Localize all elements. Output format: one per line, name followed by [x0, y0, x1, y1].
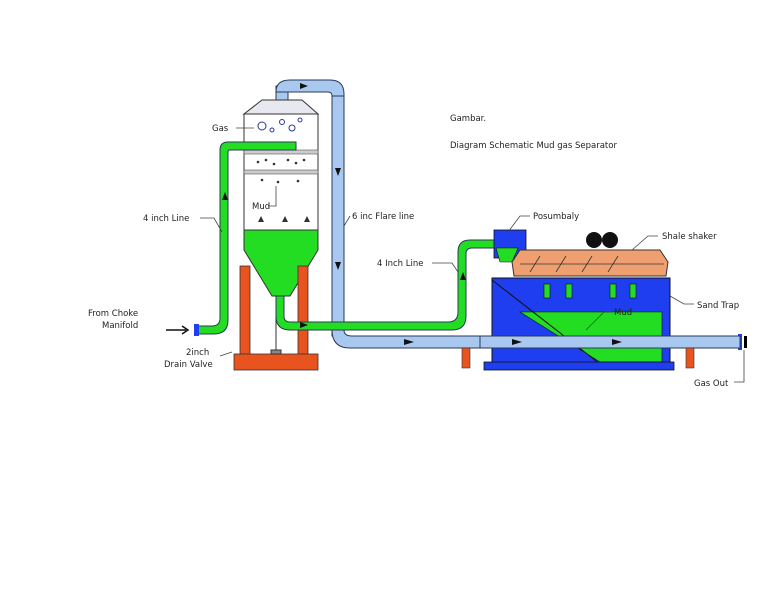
label-possum-belly: Posumbaly [533, 212, 579, 222]
vessel-supports [233, 265, 319, 371]
possum-belly [493, 229, 527, 263]
mud-tank [483, 277, 675, 371]
label-shale-shaker: Shale shaker [662, 232, 717, 242]
mud-droplets [256, 158, 306, 184]
label-mud-vessel: Mud [252, 202, 270, 212]
gas-bubbles [257, 117, 303, 133]
caption-line-1: Gambar. [450, 114, 486, 124]
label-4-inch-line-left: 4 inch Line [143, 214, 189, 224]
caption-line-2: Diagram Schematic Mud gas Separator [450, 141, 617, 151]
label-2inch: 2inch [186, 348, 209, 358]
flare-supports [461, 347, 695, 369]
label-manifold: Manifold [102, 321, 138, 331]
flow-arrows-vessel [258, 216, 310, 222]
label-drain-valve: Drain Valve [164, 360, 213, 370]
inlet-flange [194, 324, 199, 336]
flare-line-over-tank [479, 335, 741, 349]
label-gas-out: Gas Out [694, 379, 729, 389]
label-from-choke: From Choke [88, 309, 138, 319]
label-6-inch-flare: 6 inc Flare line [352, 212, 414, 222]
label-4-inch-line-right: 4 Inch Line [377, 259, 423, 269]
label-sand-trap: Sand Trap [697, 301, 739, 311]
mud-inlet-line [197, 141, 297, 335]
leader-lines [200, 127, 745, 383]
flow-arrows-flare [222, 83, 622, 345]
label-gas: Gas [212, 124, 229, 134]
inlet-arrow [166, 325, 190, 335]
separator-vessel [242, 99, 320, 297]
label-mud-tank: Mud [614, 308, 632, 318]
shale-shaker [511, 232, 669, 277]
